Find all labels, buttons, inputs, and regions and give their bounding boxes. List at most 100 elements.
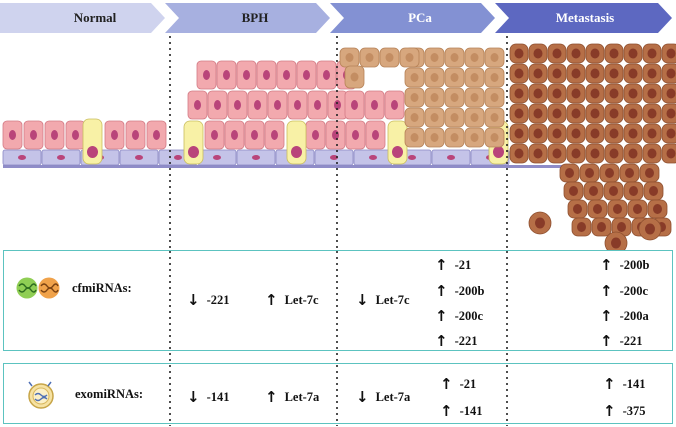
metastatic-nucleus (609, 128, 619, 139)
metastatic-nucleus (597, 222, 606, 232)
neuroendocrine-nucleus (291, 146, 302, 158)
metastatic-nucleus (533, 68, 543, 79)
arrow-down-icon: ↓ (356, 388, 369, 406)
metastatic-nucleus (514, 88, 524, 99)
cancer-nucleus (430, 133, 439, 142)
metastatic-nucleus (571, 68, 581, 79)
cfmirna-row-label: cfmiRNAs: (72, 281, 132, 295)
cancer-nucleus (345, 53, 354, 62)
mirna-entry: ↑-375 (603, 402, 646, 420)
mirna-entry: ↓-221 (187, 291, 230, 309)
mirna-entry: ↓Let-7a (356, 388, 411, 406)
epithelial-nucleus (352, 130, 359, 140)
epithelial-nucleus (231, 130, 238, 140)
mirna-entry: ↑-200b (435, 282, 485, 300)
stage-label-normal: Normal (73, 10, 117, 25)
arrow-up-icon: ↑ (435, 282, 448, 300)
epithelial-nucleus (254, 100, 261, 110)
cancer-nucleus (430, 53, 439, 62)
cancer-nucleus (410, 133, 419, 142)
metastatic-nucleus (533, 148, 543, 159)
metastatic-nucleus (590, 128, 600, 139)
metastatic-nucleus (571, 48, 581, 59)
epithelial-nucleus (283, 70, 290, 80)
cancer-nucleus (450, 133, 459, 142)
arrow-up-icon: ↑ (600, 256, 613, 274)
metastatic-nucleus (590, 108, 600, 119)
cancer-nucleus (470, 113, 479, 122)
cancer-nucleus (430, 113, 439, 122)
exomirna-panel (3, 363, 673, 424)
metastatic-nucleus (552, 88, 562, 99)
epithelial-nucleus (214, 100, 221, 110)
cancer-nucleus (470, 73, 479, 82)
epithelial-nucleus (223, 70, 230, 80)
epithelial-nucleus (351, 100, 358, 110)
metastatic-nucleus (609, 186, 618, 196)
metastatic-nucleus (533, 48, 543, 59)
epithelial-nucleus (243, 70, 250, 80)
cancer-nucleus (490, 133, 499, 142)
metastatic-nucleus (628, 68, 638, 79)
metastatic-nucleus (533, 128, 543, 139)
metastatic-nucleus (628, 88, 638, 99)
normal-stage-chevron (0, 3, 165, 33)
cancer-nucleus (490, 53, 499, 62)
basal-nucleus (369, 155, 377, 160)
metastatic-nucleus (571, 128, 581, 139)
metastatic-nucleus (571, 148, 581, 159)
mirna-entry: ↓-141 (187, 388, 230, 406)
metastatic-nucleus (514, 68, 524, 79)
arrow-up-icon: ↑ (600, 307, 613, 325)
metastatic-nucleus (609, 48, 619, 59)
cancer-nucleus (450, 73, 459, 82)
epithelial-nucleus (332, 130, 339, 140)
metastatic-nucleus (514, 108, 524, 119)
metastatic-nucleus (653, 204, 662, 214)
cancer-nucleus (450, 53, 459, 62)
tissue-layers (2, 43, 676, 250)
cancer-nucleus (450, 113, 459, 122)
mirna-entry: ↑-21 (440, 375, 477, 393)
epithelial-nucleus (194, 100, 201, 110)
stage-chevrons (0, 3, 672, 33)
mirna-entry: ↑-141 (603, 375, 646, 393)
mirna-entry: ↑Let-7a (265, 388, 320, 406)
metastatic-nucleus (577, 222, 586, 232)
epithelial-nucleus (132, 130, 139, 140)
epithelial-nucleus (263, 70, 270, 80)
cancer-nucleus (470, 133, 479, 142)
basal-nucleus (57, 155, 65, 160)
metastatic-nucleus (514, 128, 524, 139)
metastatic-nucleus (533, 88, 543, 99)
metastatic-nucleus (533, 108, 543, 119)
cancer-nucleus (410, 93, 419, 102)
metastatic-nucleus (593, 204, 602, 214)
neuroendocrine-nucleus (188, 146, 199, 158)
arrow-up-icon: ↑ (435, 332, 448, 350)
metastatic-nucleus (645, 168, 654, 178)
arrow-up-icon: ↑ (440, 402, 453, 420)
metastatic-nucleus (628, 148, 638, 159)
epithelial-nucleus (30, 130, 37, 140)
metastatic-nucleus (666, 128, 676, 139)
metastatic-nucleus (647, 108, 657, 119)
metastatic-nucleus (617, 222, 626, 232)
neuroendocrine-nucleus (493, 146, 504, 158)
metastatic-nucleus (647, 148, 657, 159)
cancer-nucleus (490, 93, 499, 102)
metastatic-nucleus (552, 128, 562, 139)
arrow-up-icon: ↑ (265, 291, 278, 309)
basal-nucleus (252, 155, 260, 160)
arrow-up-icon: ↑ (600, 282, 613, 300)
epithelial-nucleus (211, 130, 218, 140)
epithelial-nucleus (334, 100, 341, 110)
cancer-nucleus (470, 93, 479, 102)
basal-nucleus (330, 155, 338, 160)
metastatic-nucleus (629, 186, 638, 196)
mirna-entry: ↑Let-7c (265, 291, 319, 309)
mirna-entry: ↑-200b (600, 256, 650, 274)
epithelial-nucleus (371, 100, 378, 110)
basal-nucleus (174, 155, 182, 160)
